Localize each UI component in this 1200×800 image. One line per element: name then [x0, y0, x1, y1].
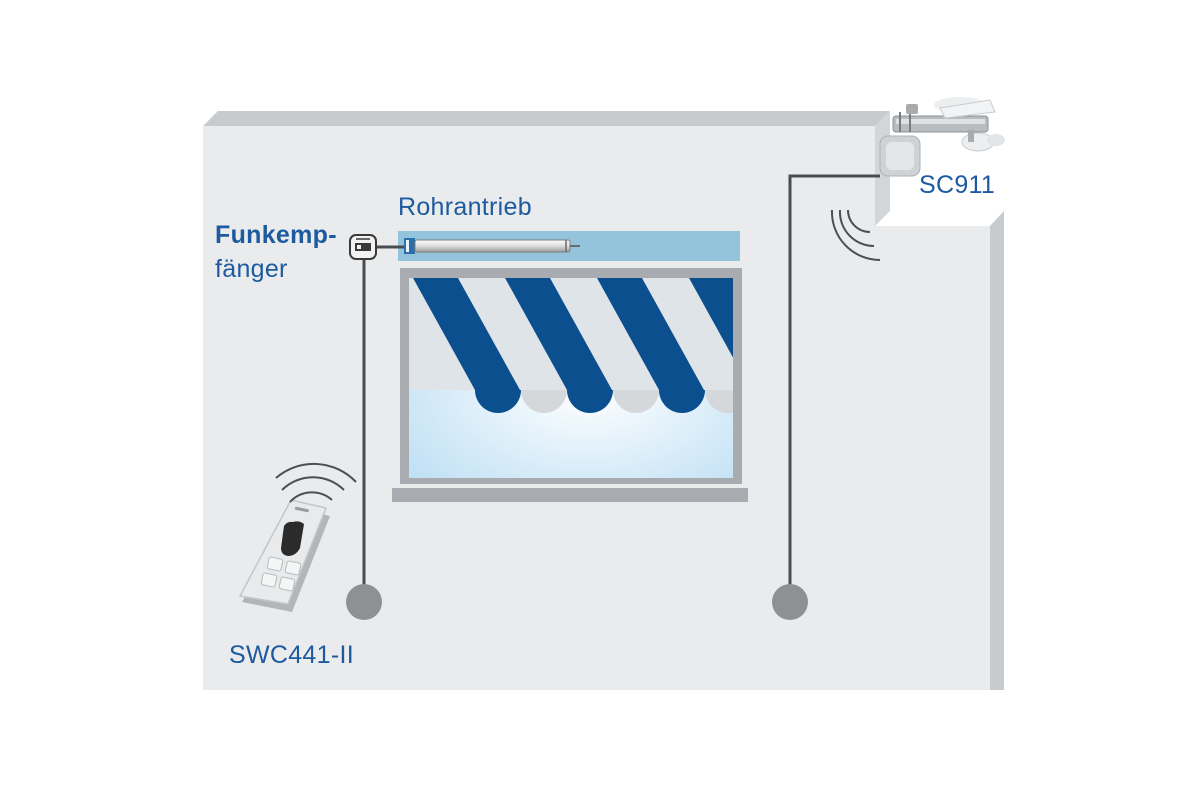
awning-valance	[521, 390, 567, 413]
remote-label: SWC441-II	[229, 641, 354, 669]
radio-waves-icon	[275, 462, 357, 503]
sensor-cable	[788, 174, 880, 602]
motor-label: Rohrantrieb	[398, 193, 532, 221]
awning-valance	[567, 390, 613, 413]
awning-valance	[613, 390, 659, 413]
socket-receiver	[346, 584, 382, 620]
awning-stripe	[413, 278, 520, 390]
awning	[409, 278, 733, 413]
wall-top-edge	[203, 111, 890, 126]
awning-stripe	[689, 278, 733, 358]
awning-stripe	[505, 278, 612, 390]
receiver-label-line1: Funkemp-	[215, 221, 337, 249]
tubular-motor-icon	[404, 238, 580, 254]
window	[392, 231, 748, 502]
awning-valance	[705, 390, 733, 413]
handheld-remote-icon	[238, 499, 330, 612]
awning-valance	[659, 390, 705, 413]
cables	[362, 174, 880, 602]
radio-waves-icon	[830, 209, 881, 262]
wall-right-edge	[990, 211, 1004, 690]
window-sill	[392, 488, 748, 502]
sensor-label: SC911	[919, 171, 996, 199]
awning-valance	[475, 390, 521, 413]
socket-sensor	[772, 584, 808, 620]
radio-receiver-icon	[349, 234, 377, 260]
awning-stripe	[597, 278, 704, 390]
sun-wind-sensor-icon	[879, 97, 1005, 177]
receiver-label-line2: fänger	[215, 255, 288, 283]
